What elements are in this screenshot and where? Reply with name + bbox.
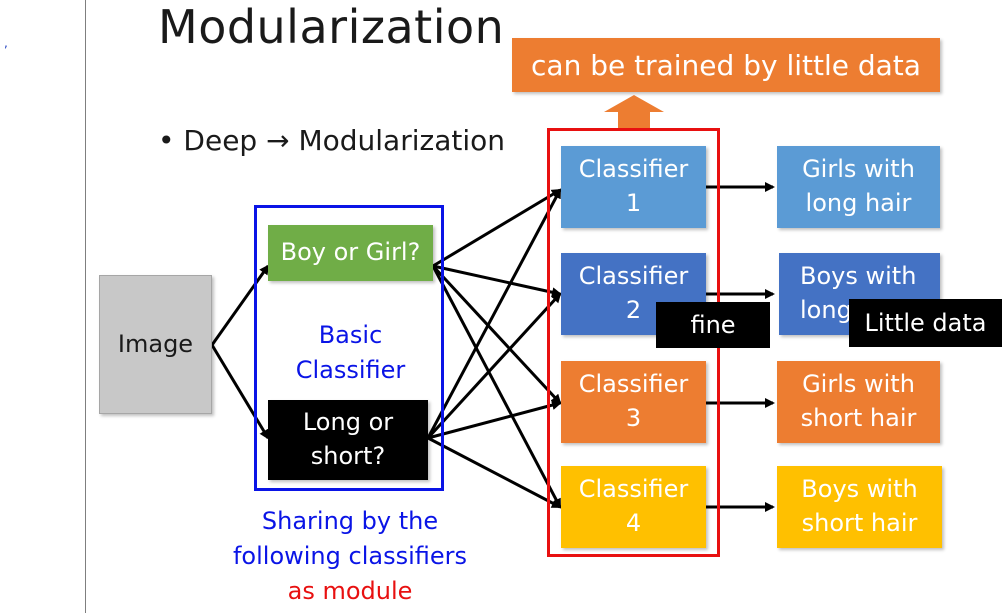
output-4-line1: Boys with [801,475,918,504]
classifier-2-name: Classifier [578,262,689,291]
image-input-box: Image [99,275,212,414]
classifier-2-num: 2 [625,296,642,324]
classifier-1-name: Classifier [578,155,689,184]
arrow-ls-to-c2 [426,292,562,440]
trained-little-data-banner: can be trained by little data [512,38,940,92]
output-4-line2: short hair [801,509,918,537]
long-or-short-classifier: Long or short? [268,400,428,480]
classifier-4-name: Classifier [578,475,689,504]
sharing-line2: following classifiers [232,541,468,570]
arrow-bg-to-c2 [432,264,562,298]
output-girls-short-hair: Girls with short hair [777,361,940,443]
long-short-line2: short? [310,442,386,470]
arrow-ls-to-c3 [427,400,562,440]
arrow-bg-to-c4 [431,265,562,509]
classifier-4-num: 4 [625,509,642,537]
little-data-tag: Little data [849,299,1002,347]
output-2-line2: long [800,296,852,324]
arrow-image-to-boy-girl [210,264,270,346]
classifier-3: Classifier 3 [561,361,706,443]
arrow-ls-to-c1 [426,188,562,439]
long-short-line1: Long or [302,408,394,437]
classifier-3-name: Classifier [578,370,689,399]
slide-title: Modularization [158,0,505,54]
output-boys-short-hair: Boys with short hair [777,466,942,548]
margin-mark: , [4,36,8,50]
bullet-point: • Deep → Modularization [158,124,505,157]
sharing-caption: Sharing by the following classifiers as … [220,504,480,608]
fine-tag: fine [656,302,770,348]
arrow-bg-to-c3 [431,264,562,405]
basic-caption-line1: Basic [318,321,383,349]
arrow-ls-to-c4 [427,436,562,509]
sharing-line3: as module [287,576,413,605]
output-3-line1: Girls with [802,370,915,399]
basic-classifier-caption: Basic Classifier [268,318,433,388]
output-3-line2: short hair [800,404,917,432]
output-2-line1: Boys with [800,262,917,291]
arrow-image-to-long-short [210,344,270,440]
basic-classifier-frame [254,205,444,491]
output-girls-long-hair: Girls with long hair [777,146,940,228]
basic-caption-line2: Classifier [295,355,406,384]
sharing-line1: Sharing by the [261,507,439,535]
up-arrow-icon [604,95,664,128]
output-1-line2: long hair [805,189,912,217]
classifier-1: Classifier 1 [561,146,706,228]
boy-or-girl-classifier: Boy or Girl? [268,225,433,281]
slide-divider [85,0,86,613]
classifier-4: Classifier 4 [561,466,706,548]
classifier-3-num: 3 [625,404,642,432]
classifier-1-num: 1 [625,189,642,217]
output-1-line1: Girls with [802,155,915,184]
arrow-bg-to-c1 [432,188,562,268]
